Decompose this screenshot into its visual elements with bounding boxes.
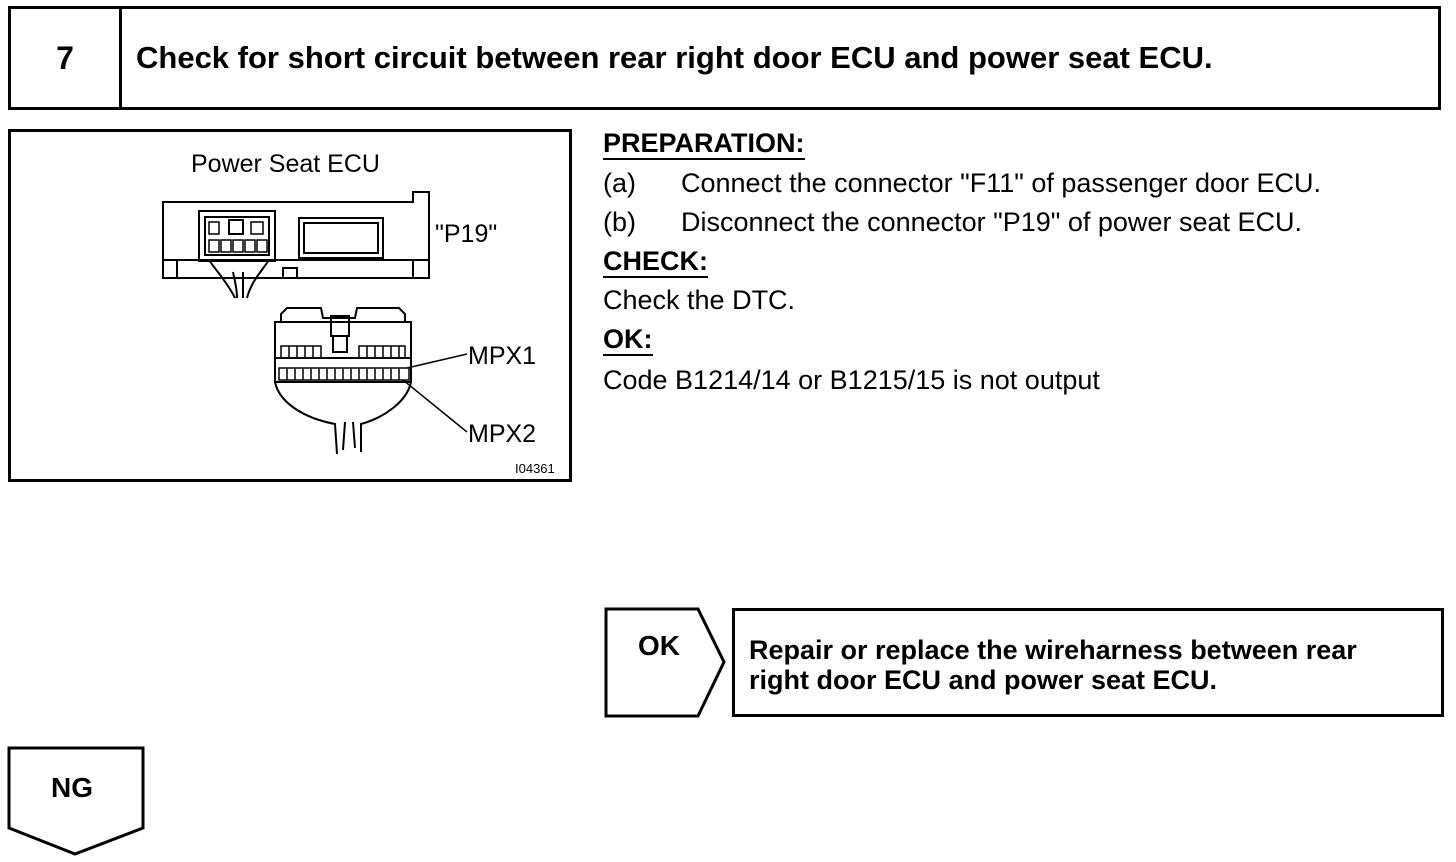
ok-criteria-text: Code B1214/14 or B1215/15 is not output [603,365,1100,395]
step-header: 7 Check for short circuit between rear r… [8,6,1441,110]
step-b-label: (b) [603,207,636,237]
terminal-mpx2-label: MPX2 [468,420,537,448]
ok-tag: OK [638,630,680,661]
preparation-heading: PREPARATION: [603,128,805,160]
preparation-step-a: (a) Connect the connector "F11" of passen… [603,167,1321,199]
ecu-connector-drawing [162,191,468,455]
step-b-text: Disconnect the connector "P19" of power … [681,207,1302,237]
connector-p19-label: "P19" [435,220,498,248]
terminal-mpx1-label: MPX1 [468,342,537,370]
ok-arrow-shape [604,607,726,718]
ok-heading: OK: [603,324,653,356]
step-a-label: (a) [603,168,636,198]
ng-tag: NG [51,772,93,803]
ok-action-line2: right door ECU and power seat ECU. [749,665,1218,695]
check-heading: CHECK: [603,246,708,278]
power-seat-ecu-label: Power Seat ECU [191,150,380,178]
ok-action-box: Repair or replace the wireharness betwee… [732,608,1444,717]
ng-arrow-shape [7,746,145,856]
preparation-step-b: (b) Disconnect the connector "P19" of pow… [603,206,1302,238]
step-a-text: Connect the connector "F11" of passenger… [681,168,1322,198]
check-text: Check the DTC. [603,285,796,315]
figure-id: I04361 [515,461,555,476]
step-title: Check for short circuit between rear rig… [136,40,1213,75]
connector-illustration: Power Seat ECU "P19" MPX1 MPX2 I04361 [8,129,572,482]
step-number: 7 [11,9,122,107]
ok-action-line1: Repair or replace the wireharness betwee… [749,635,1357,665]
